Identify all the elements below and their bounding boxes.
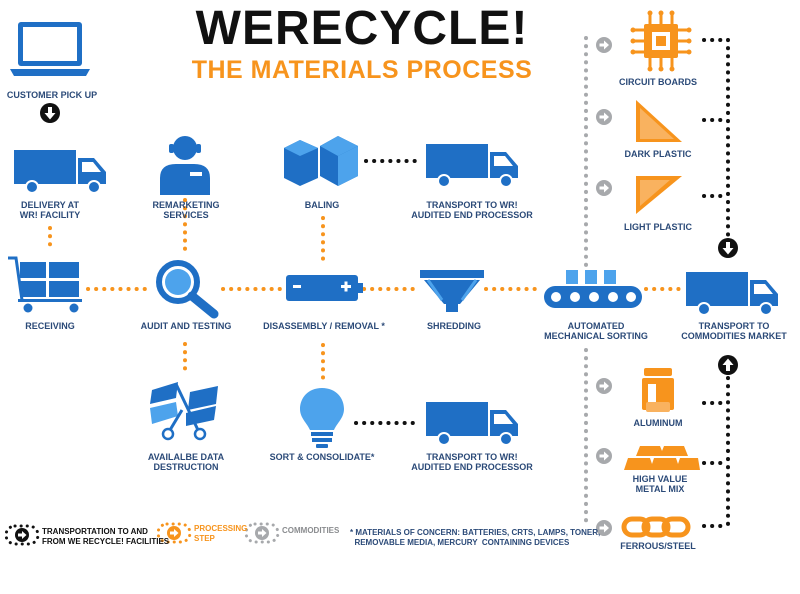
label-aluminum: ALUMINUM [633,418,683,428]
label-transport-top: TRANSPORT TO WR!AUDITED END PROCESSOR [411,200,533,220]
label-circuit-boards: CIRCUIT BOARDS [619,77,697,87]
down-arrow-icon [718,238,738,258]
hopper-icon [420,270,484,312]
laptop-icon [10,22,90,76]
label-transport-bottom: TRANSPORT TO WR!AUDITED END PROCESSOR [411,452,533,472]
up-arrow-icon [718,355,738,375]
orange-connectors [48,198,682,384]
chip-icon [630,10,692,72]
label-light-plastic: LIGHT PLASTIC [624,222,692,232]
chain-icon [621,516,691,538]
legend-commodities-marker [244,522,280,544]
triangle-icon [636,100,682,142]
label-disassembly: DISASSEMBLY / REMOVAL * [263,321,385,331]
commodity-arrow-icon [596,378,612,394]
label-dark-plastic: DARK PLASTIC [624,149,692,159]
label-receiving: RECEIVING [25,321,75,331]
label-sort: SORT & CONSOLIDATE* [269,452,375,462]
page-title: WERECYCLE! [195,2,529,55]
legend-commodities-label: COMMODITIES [282,526,340,535]
label-shredding: SHREDDING [426,321,482,331]
commodity-arrows [596,37,612,536]
down-arrow-icon [40,103,60,123]
label-customer-pickup: CUSTOMER PICK UP [6,90,98,100]
shredded-drive-icon [150,382,218,441]
legend-transport-marker [4,524,40,546]
box-truck-icon [426,402,518,446]
legend-note: * MATERIALS OF CONCERN: BATTERIES, CRTS,… [350,528,601,547]
conveyor-icon [544,270,642,308]
box-truck-icon [686,272,778,316]
bales-icon [284,136,358,186]
box-truck-icon [14,150,106,194]
commodity-arrow-icon [596,109,612,125]
commodity-arrow-icon [596,448,612,464]
legend-processing-marker [156,522,192,544]
cart-icon [8,256,82,313]
support-agent-icon [160,133,210,195]
can-icon [642,368,674,412]
triangle-icon [636,176,682,214]
label-baling: BALING [304,200,340,210]
box-truck-icon [426,144,518,188]
page-subtitle: THE MATERIALS PROCESS [191,56,533,84]
light-bulb-icon [300,388,344,448]
commodity-arrow-icon [596,520,612,536]
battery-icon [286,275,363,301]
black-connectors [354,38,730,528]
commodity-arrow-icon [596,37,612,53]
commodity-arrow-icon [596,180,612,196]
label-ferrous: FERROUS/STEEL [620,541,696,551]
label-audit: AUDIT AND TESTING [140,321,232,331]
ingots-icon [624,446,700,470]
magnifier-icon [156,260,219,319]
